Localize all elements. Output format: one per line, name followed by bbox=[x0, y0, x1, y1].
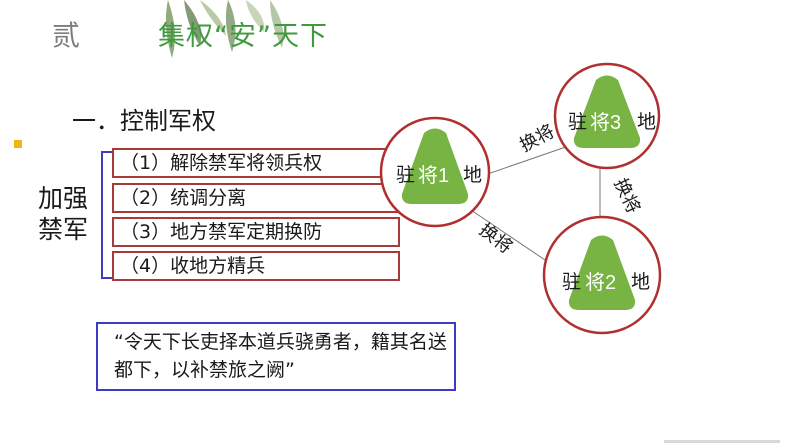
footer-decoration bbox=[664, 440, 780, 443]
quote-text: “令天下长吏择本道兵骁勇者，籍其名送都下，以补禁旅之阙” bbox=[114, 331, 447, 381]
measure-item-1: （1）解除禁军将领兵权 bbox=[112, 148, 400, 178]
node-3: 驻 将3 地 bbox=[553, 62, 661, 170]
node-3-prefix: 驻 bbox=[568, 111, 587, 133]
measure-item-3: （3）地方禁军定期换防 bbox=[112, 217, 400, 247]
node-3-suffix: 地 bbox=[637, 111, 656, 133]
node-1-name: 将1 bbox=[418, 164, 449, 187]
edge-label-1: 换将 bbox=[516, 121, 557, 156]
bullet-marker bbox=[14, 140, 22, 148]
node-1-prefix: 驻 bbox=[396, 164, 415, 186]
left-bracket-icon bbox=[101, 151, 116, 279]
measure-item-2: （2）统调分离 bbox=[112, 183, 400, 213]
node-1-suffix: 地 bbox=[463, 164, 482, 186]
group-label: 加强禁军 bbox=[38, 184, 89, 244]
edge-label-2: 换将 bbox=[610, 175, 643, 216]
page-title: 集权“安”天下 bbox=[158, 21, 328, 52]
node-1: 驻 将1 地 bbox=[379, 116, 491, 228]
quote-box: “令天下长吏择本道兵骁勇者，籍其名送都下，以补禁旅之阙” bbox=[96, 322, 456, 391]
node-2-name: 将2 bbox=[585, 271, 616, 294]
section-number: 贰 bbox=[52, 19, 81, 52]
edge-label-3: 换将 bbox=[476, 219, 517, 257]
node-2-prefix: 驻 bbox=[562, 271, 581, 293]
node-2: 驻 将2 地 bbox=[542, 215, 662, 335]
node-2-suffix: 地 bbox=[631, 271, 650, 293]
bamboo-leaves-decoration bbox=[165, 0, 284, 58]
measure-item-4: （4）收地方精兵 bbox=[112, 251, 400, 281]
section-heading: 一．控制军权 bbox=[72, 107, 216, 135]
edge-2-to-1 bbox=[466, 206, 549, 263]
node-3-name: 将3 bbox=[590, 111, 621, 134]
